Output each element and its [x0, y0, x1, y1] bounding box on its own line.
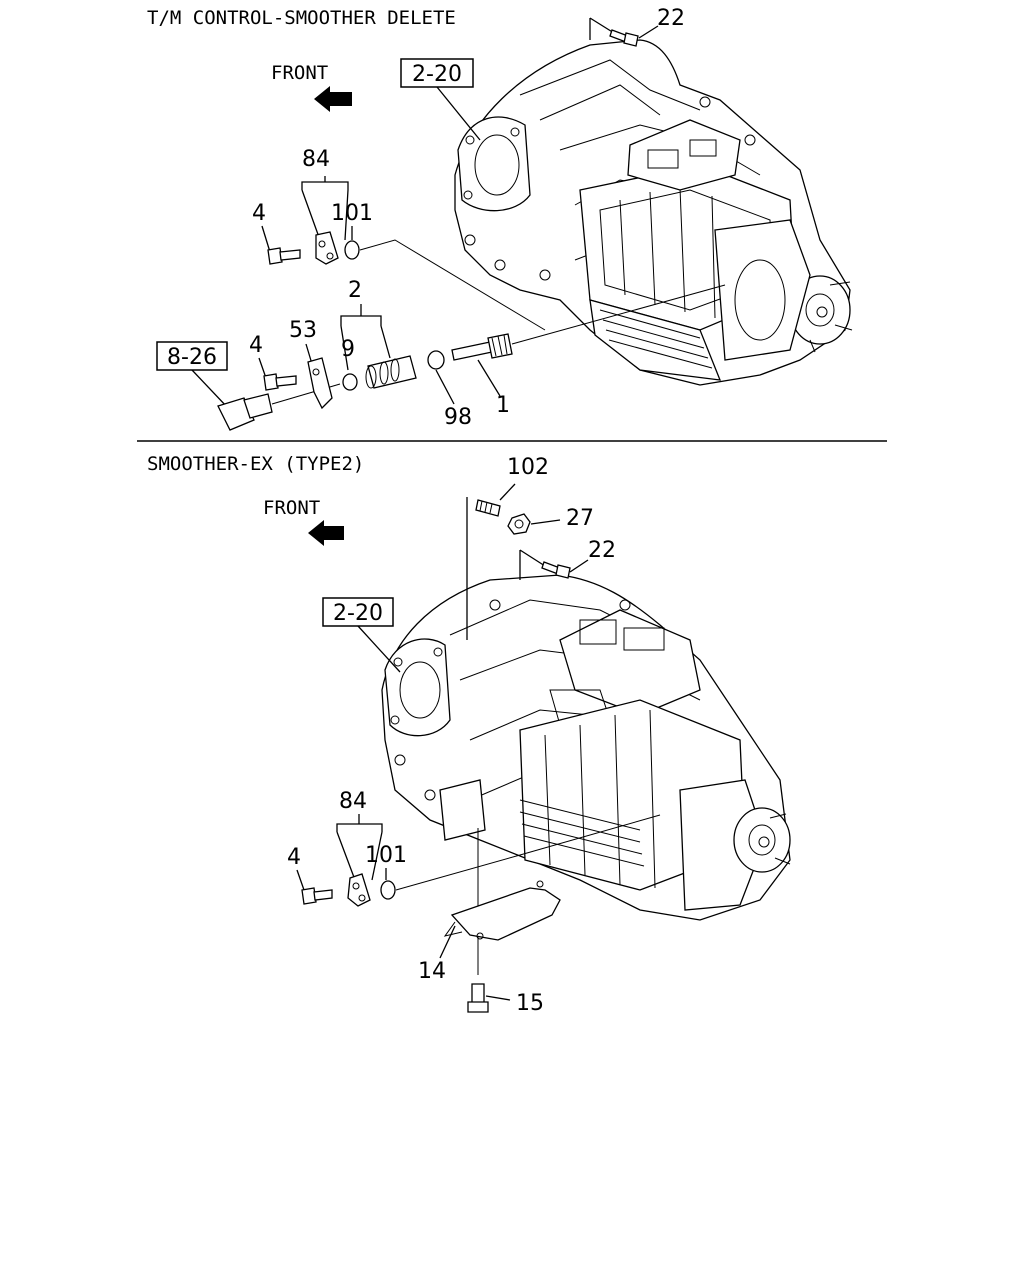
- top-callout-84: 84: [302, 147, 330, 172]
- top-callout-1: 1: [496, 393, 510, 418]
- bottom-o-ring-101: [380, 880, 396, 900]
- top-o-ring-101: [344, 240, 360, 260]
- top-callout-22: 22: [657, 6, 685, 31]
- top-bracket-84: [315, 231, 339, 265]
- top-bolt-4b: [263, 373, 297, 391]
- top-callout-101: 101: [331, 201, 373, 226]
- bottom-callout-84: 84: [339, 789, 367, 814]
- bottom-bolt-15: [467, 983, 489, 1013]
- bottom-ref-main: 2-20: [333, 601, 383, 626]
- bottom-callout-14: 14: [418, 959, 446, 984]
- bottom-stud-102: [475, 499, 501, 517]
- top-ref-box-sensor: [156, 341, 228, 371]
- top-callout-53: 53: [289, 318, 317, 343]
- top-ref-sensor: 8-26: [167, 345, 217, 370]
- top-sleeve: [365, 355, 417, 389]
- top-front-arrow-icon: [314, 86, 352, 112]
- top-ref-main: 2-20: [412, 62, 462, 87]
- top-seal-9: [342, 373, 358, 391]
- top-o-ring-98: [427, 350, 445, 370]
- bottom-bolt-4: [301, 887, 333, 905]
- bottom-callout-101: 101: [365, 843, 407, 868]
- top-ref-box-main: [400, 58, 474, 88]
- bottom-callout-22: 22: [588, 538, 616, 563]
- top-callout-2: 2: [348, 278, 362, 303]
- top-callout-98: 98: [444, 405, 472, 430]
- top-front-label: FRONT: [271, 62, 328, 84]
- top-callout-4a: 4: [252, 201, 266, 226]
- top-bolt-22: [609, 29, 639, 47]
- bottom-bolt-22: [541, 561, 571, 579]
- bottom-callout-4: 4: [287, 845, 301, 870]
- bottom-bracket-84: [347, 873, 371, 907]
- top-bracket-53: [307, 357, 333, 410]
- bottom-callout-27: 27: [566, 506, 594, 531]
- top-transmission-assembly: [454, 39, 853, 386]
- bottom-cover-plate-14: [443, 880, 561, 941]
- bottom-front-arrow-icon: [308, 520, 344, 546]
- bottom-section-title: SMOOTHER-EX (TYPE2): [147, 453, 364, 475]
- top-callout-4b: 4: [249, 333, 263, 358]
- bottom-callout-15: 15: [516, 991, 544, 1016]
- top-section-title: T/M CONTROL-SMOOTHER DELETE: [147, 7, 456, 29]
- top-sensor: [217, 393, 273, 431]
- top-bolt-4a: [267, 247, 301, 265]
- bottom-transmission-assembly: [381, 574, 791, 921]
- bottom-section: SMOOTHER-EX (TYPE2) FRONT: [147, 453, 791, 1016]
- top-callout-9: 9: [341, 337, 355, 362]
- bottom-front-label: FRONT: [263, 497, 320, 519]
- top-gear-shaft-1: [451, 333, 513, 361]
- bottom-nut-27: [507, 513, 531, 535]
- top-section: T/M CONTROL-SMOOTHER DELETE FRONT: [147, 6, 853, 431]
- bottom-callout-102: 102: [507, 455, 549, 480]
